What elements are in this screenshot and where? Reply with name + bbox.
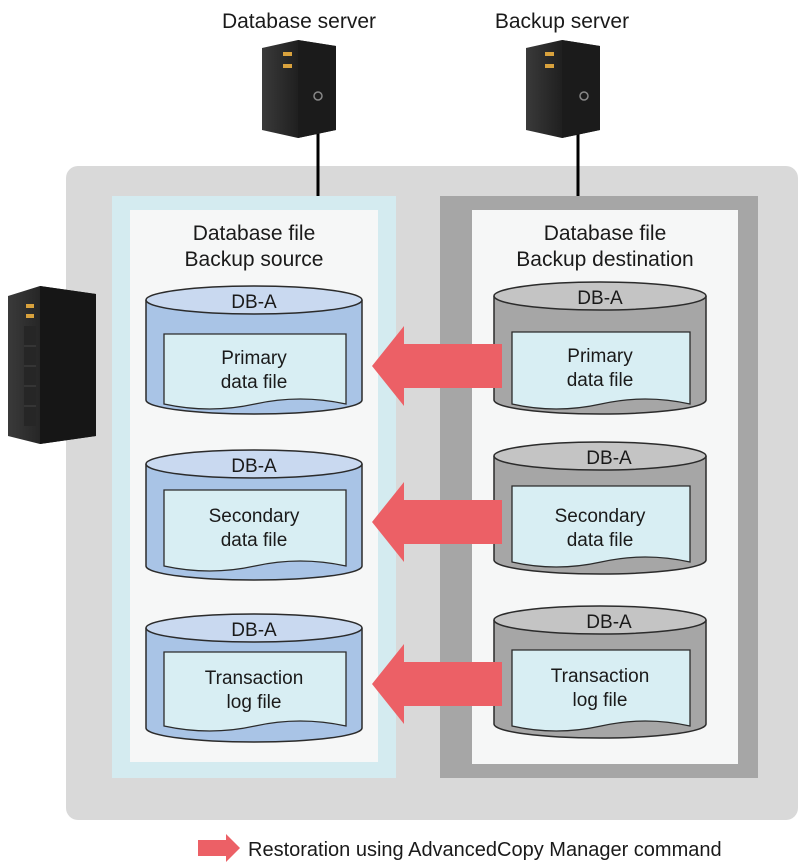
destination-volume-2-name-line1: Secondary	[555, 506, 646, 527]
source-volume-2-name-line1: Secondary	[209, 506, 300, 527]
source-volume-3-name-line2: log file	[227, 692, 282, 713]
destination-volume-2-name-line2: data file	[567, 530, 634, 551]
legend-label: Restoration using AdvancedCopy Manager c…	[248, 839, 722, 861]
destination-volume-transaction-log	[493, 605, 707, 739]
destination-volume-secondary	[493, 441, 707, 575]
source-volume-primary	[145, 285, 363, 415]
database-server-label: Database server	[222, 10, 376, 33]
destination-volume-1-name-line1: Primary	[567, 346, 633, 367]
source-title-line1: Database file	[193, 222, 316, 245]
destination-title-line1: Database file	[544, 222, 667, 245]
restore-arrow-secondary	[372, 482, 502, 562]
destination-volume-1-db: DB-A	[577, 288, 623, 309]
source-volume-3-db: DB-A	[231, 620, 277, 641]
source-volume-2-name-line2: data file	[221, 530, 288, 551]
restore-arrow-transaction-log	[372, 644, 502, 724]
source-volume-secondary	[145, 449, 363, 581]
source-volume-3-name-line1: Transaction	[205, 668, 304, 689]
source-volume-1-name-line1: Primary	[221, 348, 287, 369]
destination-volume-3-name-line1: Transaction	[551, 666, 650, 687]
source-volume-1-name-line2: data file	[221, 372, 288, 393]
legend-arrow-icon	[198, 834, 240, 862]
destination-volume-2-db: DB-A	[586, 448, 632, 469]
backup-server-label: Backup server	[495, 10, 629, 33]
restore-arrow-primary	[372, 326, 502, 406]
database-server-icon	[262, 40, 336, 138]
source-volume-2-db: DB-A	[231, 456, 277, 477]
storage-rack-icon	[8, 286, 96, 444]
backup-server-icon	[526, 40, 600, 138]
destination-volume-3-db: DB-A	[586, 612, 632, 633]
destination-title-line2: Backup destination	[516, 248, 693, 271]
source-volume-transaction-log	[145, 613, 363, 743]
destination-volume-primary	[493, 281, 707, 415]
source-volume-1-db: DB-A	[231, 292, 277, 313]
destination-volume-3-name-line2: log file	[573, 690, 628, 711]
source-title-line2: Backup source	[185, 248, 324, 271]
destination-volume-1-name-line2: data file	[567, 370, 634, 391]
